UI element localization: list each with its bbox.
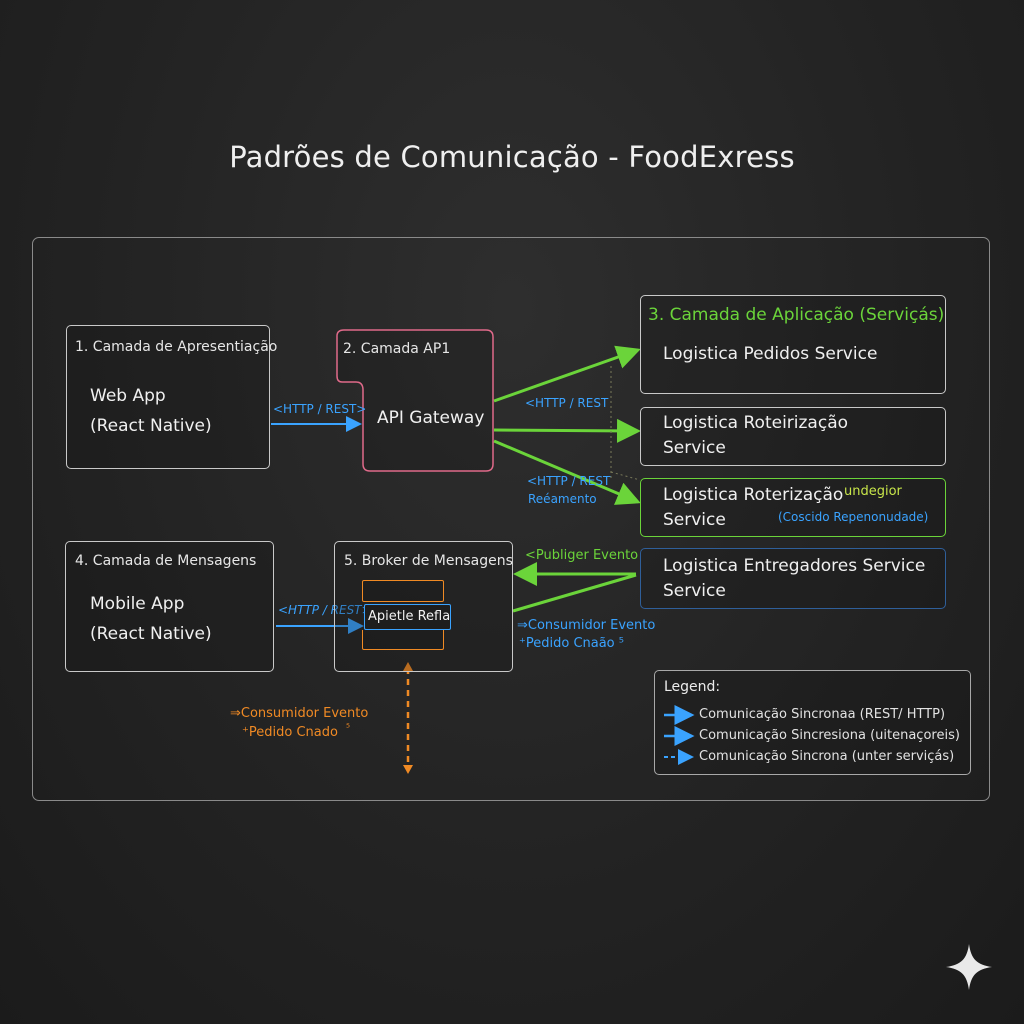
line-broker-to-entregadores	[512, 573, 637, 613]
broker-queue-top	[362, 580, 444, 602]
roterizacao-note: (Coscido Repenonudade)	[778, 510, 929, 524]
service-roterizacao-box[interactable]: Logistica Roterização Service undegior (…	[640, 478, 946, 537]
order-created-bottom-mark: ⁵	[346, 723, 351, 734]
broker-queue-main[interactable]: Apietle Refla	[364, 604, 451, 630]
broker-queue-bottom	[362, 630, 444, 650]
diagram-title: Padrões de Comunicação - FoodExress	[229, 140, 795, 174]
presentation-layer-box[interactable]: 1. Camada de Apresentiação Web App (Reac…	[66, 325, 277, 469]
application-layer-title: 3. Camada de Aplicação (Serviçás)	[648, 305, 945, 325]
roteirizacao-label: Logistica Roteirização	[663, 413, 849, 433]
roterizacao-label: Logistica Roterização	[663, 485, 844, 505]
mobile-app-platform: (React Native)	[90, 624, 212, 644]
arrowhead-up	[403, 662, 413, 671]
http-label-mobile: <HTTP / REST>	[278, 603, 372, 617]
messaging-layer-title: 4. Camada de Mensagens	[75, 553, 257, 569]
arrowhead-down	[403, 765, 413, 774]
entregadores-label-line2: Service	[663, 581, 726, 601]
pedidos-service-label: Logistica Pedidos Service	[663, 344, 878, 364]
mobile-app-label: Mobile App	[90, 594, 185, 614]
consumer-event-right: ⇒Consumidor Evento	[517, 618, 656, 633]
dotted-connector-diagonal	[610, 471, 641, 481]
legend-item-sync: Comunicação Sincronaa (REST/ HTTP)	[699, 707, 946, 722]
legend-item-internal: Comunicação Sincrona (unter serviçás)	[699, 749, 955, 764]
messaging-layer-box[interactable]: 4. Camada de Mensagens Mobile App (React…	[65, 541, 274, 672]
api-layer-title: 2. Camada AP1	[343, 341, 451, 357]
consumer-event-bottom: ⇒Consumidor Evento	[230, 706, 369, 721]
entregadores-label: Logistica Entregadores Service	[663, 556, 926, 576]
legend-title: Legend:	[664, 679, 721, 695]
service-entregadores-box[interactable]: Logistica Entregadores Service Service	[640, 548, 946, 609]
arrow-gateway-to-roteirizacao	[493, 418, 641, 443]
http-label-gateway: <HTTP / REST	[525, 396, 609, 410]
http-label-lower: <HTTP / REST	[527, 474, 611, 488]
diagram-frame	[32, 237, 990, 801]
roteirizacao-label-line2: Service	[663, 438, 726, 458]
web-app-label: Web App	[90, 386, 166, 406]
http-label-web: <HTTP / REST>	[273, 402, 367, 416]
api-gateway-label[interactable]: API Gateway	[377, 408, 485, 428]
arrow-gateway-to-pedidos	[493, 345, 641, 403]
legend-box	[654, 670, 971, 775]
broker-queue-label: Apietle Refla	[368, 609, 451, 624]
service-roteirizacao-box[interactable]: Logistica Roteirização Service	[640, 407, 946, 466]
web-app-platform: (React Native)	[90, 416, 212, 436]
order-created-right: ⁺Pedido Cnaão ⁵	[519, 636, 624, 651]
publish-event-label: <Publiger Evento	[525, 548, 639, 563]
roterizacao-tag: undegior	[844, 484, 902, 499]
arrow-gateway-to-roterizacao	[493, 439, 641, 505]
broker-title: 5. Broker de Mensagens	[344, 553, 513, 569]
presentation-layer-title: 1. Camada de Apresentiação	[75, 339, 278, 355]
routing-label: Reéamento	[528, 492, 597, 506]
legend-item-async: Comunicação Sincresiona (uitenaçoreis)	[699, 728, 960, 743]
service-pedidos-box[interactable]: 3. Camada de Aplicação (Serviçás) Logist…	[640, 295, 946, 394]
roterizacao-label-line2: Service	[663, 510, 726, 530]
sparkle-icon	[946, 944, 992, 990]
order-created-bottom: ⁺Pedido Cnado	[242, 725, 338, 740]
